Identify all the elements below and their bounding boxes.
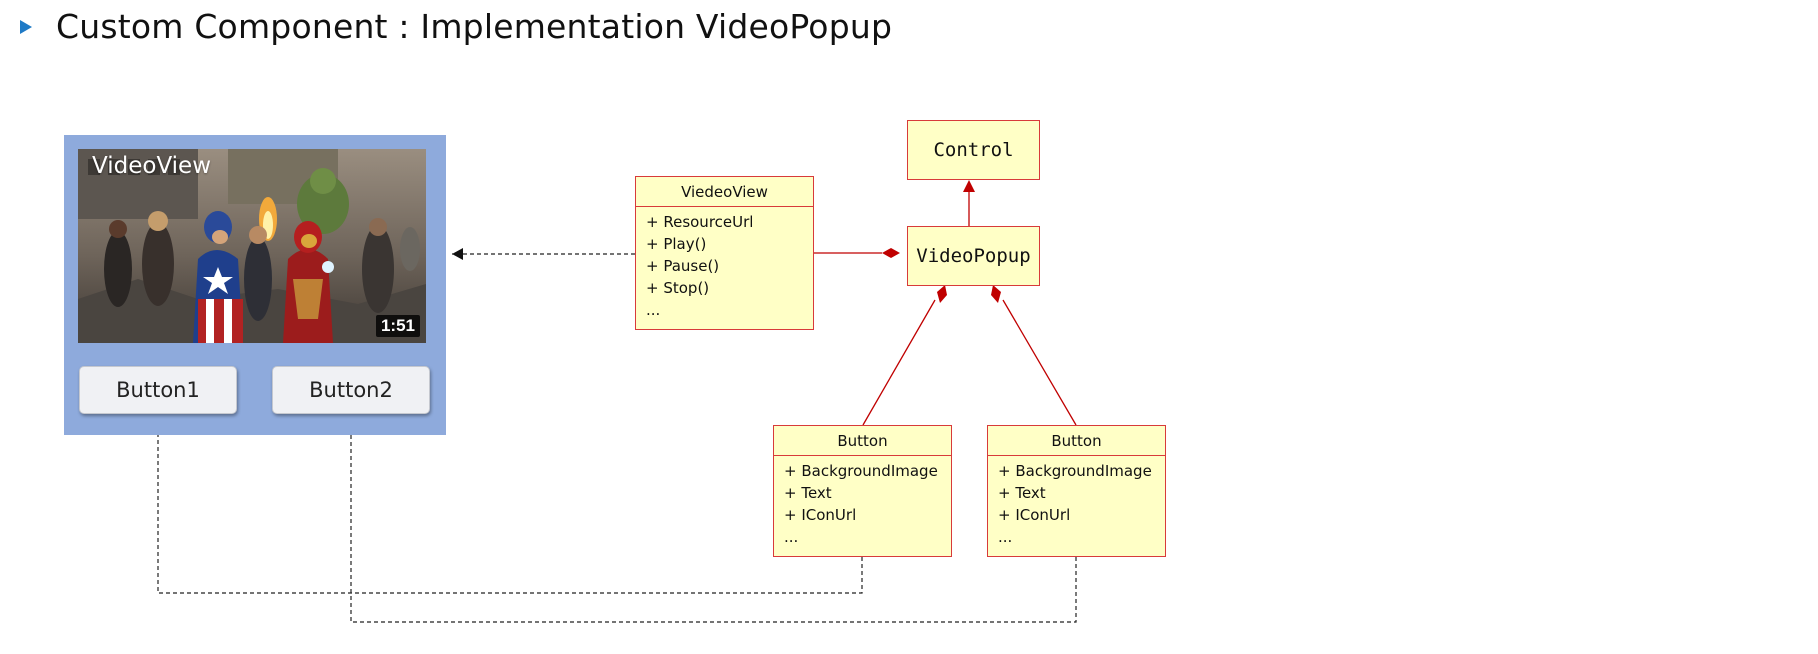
- uml-attribute: + Text: [998, 484, 1046, 502]
- uml-attribute: + IConUrl: [784, 506, 857, 524]
- uml-attribute: + Play(): [646, 235, 707, 253]
- uml-class-button-right-name: Button: [988, 426, 1165, 456]
- generalization-arrowhead-icon: [963, 180, 975, 192]
- uml-class-button-right: Button + BackgroundImage + Text + IConUr…: [987, 425, 1166, 557]
- uml-attribute: + Pause(): [646, 257, 720, 275]
- uml-class-control: Control: [907, 120, 1040, 180]
- video-popup-mockup: VideoView 1:51 Button1 Button2: [64, 135, 446, 435]
- dependency-button-left-to-button1: [158, 418, 863, 594]
- uml-attribute: ...: [998, 528, 1013, 546]
- uml-attribute: + Stop(): [646, 279, 710, 297]
- composition-diamond-left-icon: [937, 285, 947, 303]
- uml-attribute: + IConUrl: [998, 506, 1071, 524]
- uml-class-button-right-attributes: + BackgroundImage + Text + IConUrl ...: [988, 456, 1165, 552]
- video-duration-badge: 1:51: [375, 315, 420, 337]
- button2[interactable]: Button2: [272, 366, 430, 414]
- dependency-arrowhead-icon: [452, 248, 463, 260]
- dependency-button-right-to-button2: [351, 418, 1077, 623]
- uml-class-viedeoview-attributes: + ResourceUrl + Play() + Pause() + Stop(…: [636, 207, 813, 325]
- composition-diamond-icon: [882, 248, 900, 258]
- uml-attribute: ...: [784, 528, 799, 546]
- uml-class-control-name: Control: [933, 139, 1014, 161]
- uml-class-button-left-name: Button: [774, 426, 951, 456]
- uml-class-videopopup-name: VideoPopup: [916, 245, 1031, 267]
- composition-diamond-right-icon: [991, 285, 1001, 303]
- uml-attribute: + BackgroundImage: [784, 462, 938, 480]
- uml-attribute: + ResourceUrl: [646, 213, 754, 231]
- slide-title: Custom Component : Implementation VideoP…: [56, 6, 893, 46]
- uml-class-button-left: Button + BackgroundImage + Text + IConUr…: [773, 425, 952, 557]
- uml-class-videopopup: VideoPopup: [907, 226, 1040, 286]
- uml-attribute: + BackgroundImage: [998, 462, 1152, 480]
- video-view-thumbnail[interactable]: VideoView 1:51: [78, 149, 426, 343]
- composition-videopopup-button-right: [1002, 299, 1077, 426]
- uml-attribute: ...: [646, 301, 661, 319]
- uml-class-viedeoview: ViedeoView + ResourceUrl + Play() + Paus…: [635, 176, 814, 330]
- video-scene-image: [78, 149, 426, 343]
- uml-class-viedeoview-name: ViedeoView: [636, 177, 813, 207]
- uml-class-button-left-attributes: + BackgroundImage + Text + IConUrl ...: [774, 456, 951, 552]
- uml-attribute: + Text: [784, 484, 832, 502]
- slide-title-row: Custom Component : Implementation VideoP…: [20, 4, 892, 48]
- composition-videopopup-button-left: [862, 299, 936, 426]
- triangle-bullet-icon: [20, 20, 32, 34]
- button1[interactable]: Button1: [79, 366, 237, 414]
- video-view-label: VideoView: [92, 153, 212, 179]
